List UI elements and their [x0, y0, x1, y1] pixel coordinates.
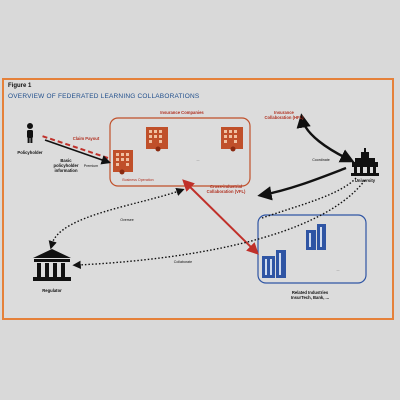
business-operation-label: Business Operation — [122, 178, 154, 182]
insurance-collab-label: Insurance Collaboration (HFL) — [264, 110, 304, 120]
basic-info-label: Basic policyholder information — [53, 158, 79, 173]
building-icon-insurance-1 — [113, 150, 133, 175]
cross-industrial-label: Cross-industrial Collaboration (VFL) — [206, 184, 246, 194]
collaborate-label: Collaborate — [173, 260, 193, 264]
regulator-label: Regulator — [42, 288, 62, 293]
cross-industrial-arrow — [182, 179, 259, 255]
building-icon-related-2 — [306, 224, 326, 250]
figure-title: OVERVIEW OF FEDERATED LEARNING COLLABORA… — [8, 93, 200, 100]
related-industries-line1: Related Industries — [291, 290, 329, 295]
university-label: University — [354, 178, 376, 183]
claim-payout-arrow — [41, 135, 109, 159]
building-icon-insurance-2 — [146, 127, 168, 152]
building-icon-related-1 — [262, 250, 286, 278]
oversee-label: Oversee — [120, 218, 134, 222]
claim-payout-label: Claim Payout — [72, 136, 100, 141]
related-industries-label: Related Industries InsurTech, Bank, ... — [270, 290, 350, 300]
premium-arrow — [44, 139, 112, 165]
premium-label: Premium — [83, 164, 99, 168]
related-industries-line2: InsurTech, Bank, ... — [290, 295, 330, 300]
person-icon — [27, 123, 33, 143]
related-ellipsis: ... — [336, 268, 340, 272]
regulator-icon — [33, 249, 71, 281]
coordinate-label: Coordinate — [312, 158, 330, 162]
university-icon — [351, 148, 379, 176]
policyholder-label: Policyholder — [17, 150, 43, 155]
insurance-companies-label: Insurance Companies — [160, 110, 204, 115]
oversee-dotted-arrow — [48, 187, 185, 250]
building-icon-insurance-3 — [221, 127, 243, 152]
university-related-dotted — [261, 177, 357, 219]
insurance-collab-arrow — [296, 113, 355, 163]
university-coordinate-arrow — [257, 166, 347, 201]
figure-label: Figure 1 — [8, 83, 32, 89]
insurance-ellipsis: ... — [196, 158, 200, 162]
insurance-companies-box — [109, 117, 251, 187]
